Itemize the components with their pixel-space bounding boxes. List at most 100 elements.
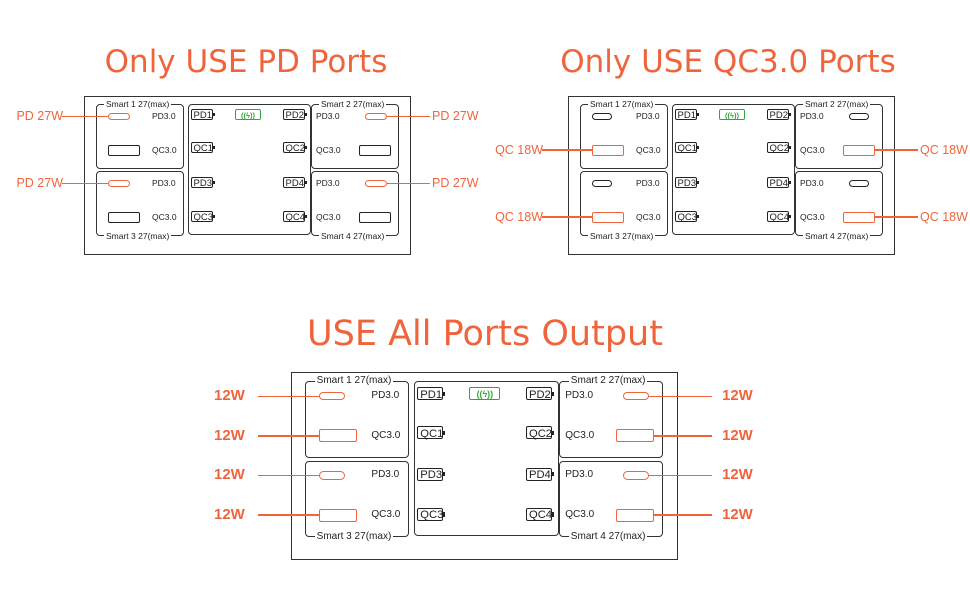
zone-label-smart2: Smart 2 27(max): [568, 375, 648, 387]
battery-indicator-pd3: PD3: [191, 177, 215, 188]
port-label-qc: QC3.0: [152, 211, 177, 222]
port-label-qc: QC3.0: [371, 429, 401, 441]
charger-outline: [291, 372, 678, 560]
wireless-charging-icon: ((ϟ)): [719, 109, 745, 120]
usb-c-port: [365, 113, 387, 120]
usb-c-port: [849, 113, 869, 120]
callout-line: [653, 514, 712, 516]
callout-line: [875, 216, 918, 218]
callout-label: 12W: [722, 387, 753, 405]
callout-label: 12W: [722, 426, 753, 444]
callout-line: [387, 115, 430, 118]
battery-indicator-pd2: PD2: [283, 109, 307, 120]
battery-indicator-pd3: PD3: [417, 467, 446, 481]
usb-a-port: [108, 144, 140, 156]
battery-indicator-pd1: PD1: [675, 109, 699, 120]
battery-indicator-pd4: PD4: [283, 177, 307, 188]
battery-indicator-qc4: QC4: [767, 211, 791, 222]
callout-line: [258, 435, 320, 437]
callout-label: QC 18W: [920, 209, 968, 224]
usb-c-port: [365, 180, 387, 187]
battery-indicator-qc3: QC3: [675, 211, 699, 222]
wireless-pad-zone: [188, 104, 311, 235]
port-label-qc: QC3.0: [565, 508, 595, 520]
usb-a-port: [319, 429, 358, 443]
battery-indicator-pd3: PD3: [675, 177, 699, 188]
callout-line: [649, 474, 712, 477]
wireless-pad-zone: [672, 104, 795, 235]
battery-indicator-pd2: PD2: [526, 387, 555, 401]
charger-outline: [568, 96, 895, 255]
usb-c-port: [108, 113, 130, 120]
callout-label: PD 27W: [16, 109, 63, 123]
port-label-pd: PD3.0: [636, 111, 660, 121]
callout-label: 12W: [214, 426, 245, 444]
battery-indicator-pd1: PD1: [417, 387, 446, 401]
callout-label: QC 18W: [495, 142, 543, 157]
battery-indicator-qc2: QC2: [767, 142, 791, 153]
callout-line: [649, 395, 712, 397]
callout-label: 12W: [722, 506, 753, 524]
callout-label: 12W: [214, 506, 245, 524]
callout-line: [875, 149, 918, 151]
zone-label-smart2: Smart 2 27(max): [803, 98, 871, 109]
battery-indicator-pd2: PD2: [767, 109, 791, 120]
zone-label-smart4: Smart 4 27(max): [568, 531, 648, 543]
port-label-pd: PD3.0: [565, 389, 594, 401]
callout-line: [542, 149, 592, 151]
callout-label: 12W: [214, 387, 245, 405]
callout-label: 12W: [214, 466, 245, 484]
callout-line: [653, 435, 712, 437]
usb-a-port: [359, 211, 391, 223]
usb-a-port: [592, 211, 624, 223]
zone-label-smart1: Smart 1 27(max): [588, 98, 656, 109]
port-label-qc: QC3.0: [371, 508, 401, 520]
usb-c-port: [319, 471, 346, 480]
port-label-pd: PD3.0: [152, 111, 176, 121]
usb-c-port: [592, 180, 612, 187]
usb-c-port: [319, 392, 346, 401]
callout-label: PD 27W: [432, 176, 479, 190]
battery-indicator-pd4: PD4: [526, 467, 555, 481]
battery-indicator-qc1: QC1: [417, 426, 446, 440]
zone-label-smart3: Smart 3 27(max): [104, 230, 172, 241]
usb-a-port: [108, 211, 140, 223]
zone-label-smart1: Smart 1 27(max): [104, 98, 172, 109]
port-label-pd: PD3.0: [371, 469, 400, 481]
battery-indicator-qc4: QC4: [283, 211, 307, 222]
charger-outline: [84, 96, 411, 255]
port-label-pd: PD3.0: [152, 178, 176, 188]
usb-c-port: [108, 180, 130, 187]
battery-indicator-qc3: QC3: [191, 211, 215, 222]
usb-c-port: [592, 113, 612, 120]
port-label-pd: PD3.0: [371, 389, 400, 401]
port-label-qc: QC3.0: [800, 211, 825, 222]
port-label-qc: QC3.0: [636, 211, 661, 222]
zone-label-smart3: Smart 3 27(max): [588, 230, 656, 241]
wireless-pad-zone: [413, 381, 560, 537]
usb-a-port: [359, 144, 391, 156]
zone-label-smart2: Smart 2 27(max): [319, 98, 387, 109]
wireless-charging-icon: ((ϟ)): [235, 109, 261, 120]
callout-line: [258, 395, 320, 397]
port-label-qc: QC3.0: [316, 211, 341, 222]
port-label-pd: PD3.0: [565, 469, 594, 481]
zone-label-smart1: Smart 1 27(max): [314, 375, 394, 387]
usb-a-port: [616, 429, 654, 443]
battery-indicator-pd4: PD4: [767, 177, 791, 188]
port-label-pd: PD3.0: [800, 178, 824, 188]
callout-label: QC 18W: [920, 142, 968, 157]
wireless-charging-icon: ((ϟ)): [469, 387, 501, 401]
battery-indicator-pd1: PD1: [191, 109, 215, 120]
zone-label-smart3: Smart 3 27(max): [314, 531, 394, 543]
diagram-1-title: Only USE PD Ports: [104, 44, 388, 80]
port-label-pd: PD3.0: [316, 111, 340, 121]
callout-line: [62, 115, 108, 118]
callout-label: QC 18W: [495, 209, 543, 224]
usb-a-port: [843, 144, 875, 156]
callout-line: [258, 514, 320, 516]
callout-label: PD 27W: [16, 176, 63, 190]
usb-a-port: [592, 144, 624, 156]
port-label-qc: QC3.0: [565, 429, 595, 441]
callout-line: [387, 182, 430, 185]
